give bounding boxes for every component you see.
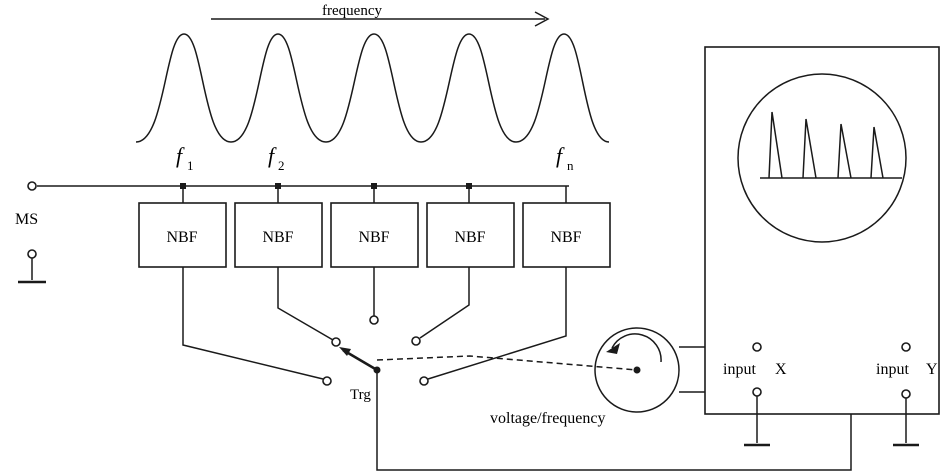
svg-text:NBF: NBF (262, 229, 293, 246)
svg-text:f: f (176, 143, 185, 168)
oscilloscope-screen (737, 73, 907, 243)
frequency-arrow (211, 11, 550, 27)
svg-text:n: n (567, 158, 574, 173)
svg-text:1: 1 (187, 158, 194, 173)
switch-contact-5 (419, 376, 429, 386)
source-terminal (27, 181, 37, 191)
switch-contact-3 (369, 315, 379, 325)
tap-label-f2: f 2 (268, 143, 285, 173)
input-x-label: input (723, 361, 756, 378)
filter-nbf-2: NBF (234, 202, 323, 268)
source-ground (18, 249, 46, 284)
svg-text:NBF: NBF (358, 229, 389, 246)
voltage-frequency-converter (594, 327, 680, 413)
svg-text:NBF: NBF (166, 229, 197, 246)
tap-label-fn: f n (556, 143, 574, 173)
input-y-label: input (876, 361, 909, 378)
converter-label: voltage/frequency (490, 410, 606, 427)
switch-contact-1 (322, 376, 332, 386)
frequency-label: frequency (322, 3, 382, 19)
input-x-ground (744, 396, 770, 447)
oscilloscope-body (704, 46, 940, 415)
wire-filter-5 (427, 267, 567, 380)
input-y-axis: Y (926, 361, 938, 378)
switch-contact-2 (331, 337, 341, 347)
mechanical-link (376, 355, 638, 371)
input-y-ground (893, 398, 919, 447)
spectrum-waveform (135, 33, 610, 143)
svg-text:f: f (268, 143, 277, 168)
input-y-terminal (901, 342, 911, 352)
wire-filter-2 (277, 267, 334, 341)
filter-nbf-3: NBF (330, 202, 419, 268)
filter-nbf-4: NBF (426, 202, 515, 268)
wire-filter-4 (419, 267, 470, 339)
svg-text:f: f (556, 143, 565, 168)
input-x-axis: X (775, 361, 787, 378)
trigger-label: Trg (350, 387, 371, 403)
svg-text:2: 2 (278, 158, 285, 173)
input-y-ground-terminal (901, 389, 911, 399)
switch-contact-4 (411, 336, 421, 346)
tap-label-f1: f 1 (176, 143, 194, 173)
input-x-ground-terminal (752, 387, 762, 397)
source-label: MS (15, 211, 38, 228)
svg-text:NBF: NBF (454, 229, 485, 246)
filter-nbf-5: NBF (522, 202, 611, 268)
screen-spikes (768, 111, 884, 179)
input-x-terminal (752, 342, 762, 352)
svg-text:NBF: NBF (550, 229, 581, 246)
wire-filter-1 (182, 267, 324, 380)
filter-nbf-1: NBF (138, 202, 227, 268)
switch-arm (339, 347, 381, 374)
